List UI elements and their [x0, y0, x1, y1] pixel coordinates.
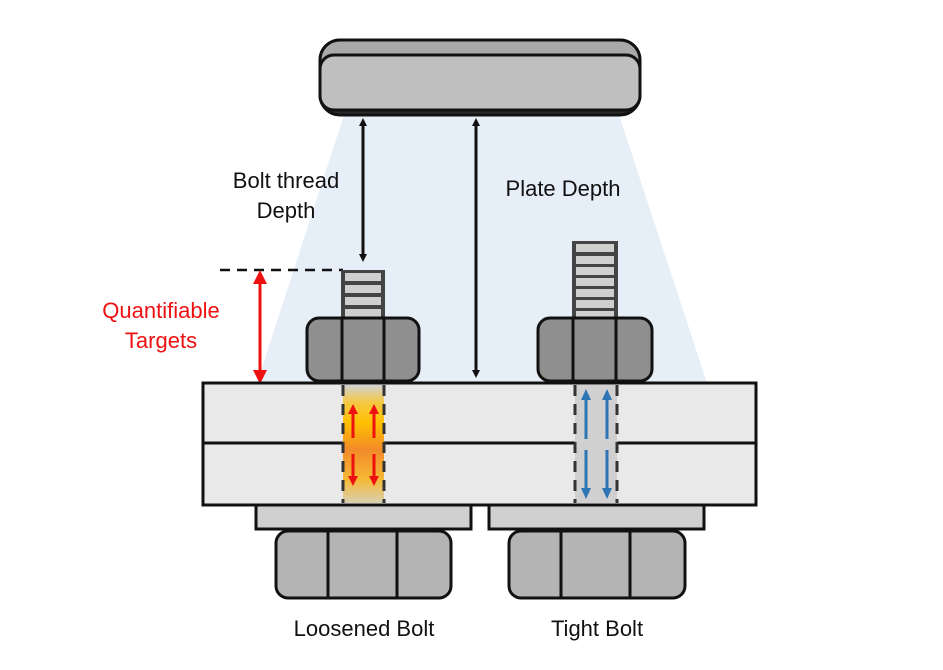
loosened-bolt-label: Loosened Bolt [294, 616, 435, 641]
quantifiable-targets-arrow [253, 270, 267, 384]
loosened-bolt-head [274, 529, 453, 600]
tight-bolt-head [507, 529, 687, 600]
tight-tension-arrows [581, 389, 612, 499]
loosened-bolt-washer [254, 503, 473, 531]
tight-bolt-washer [487, 503, 706, 531]
tight-bolt-thread [572, 241, 618, 320]
bolt-thread-depth-label-2: Depth [257, 198, 316, 223]
plate-depth-label: Plate Depth [506, 176, 621, 201]
tight-bolt-shank [573, 385, 619, 503]
clamped-plates [201, 381, 758, 507]
tight-bolt-nut [536, 316, 654, 383]
loosened-bolt-shank [341, 385, 386, 503]
quantifiable-targets-label-2: Targets [125, 328, 197, 353]
loosened-bolt-thread [341, 270, 385, 320]
loosened-bolt-nut [305, 316, 421, 383]
quantifiable-targets-label: Quantifiable [102, 298, 219, 323]
depth-sensor [318, 38, 642, 117]
bolt-thread-depth-label: Bolt thread [233, 168, 339, 193]
tight-bolt-label: Tight Bolt [551, 616, 643, 641]
loosened-stress-arrows [348, 404, 379, 486]
